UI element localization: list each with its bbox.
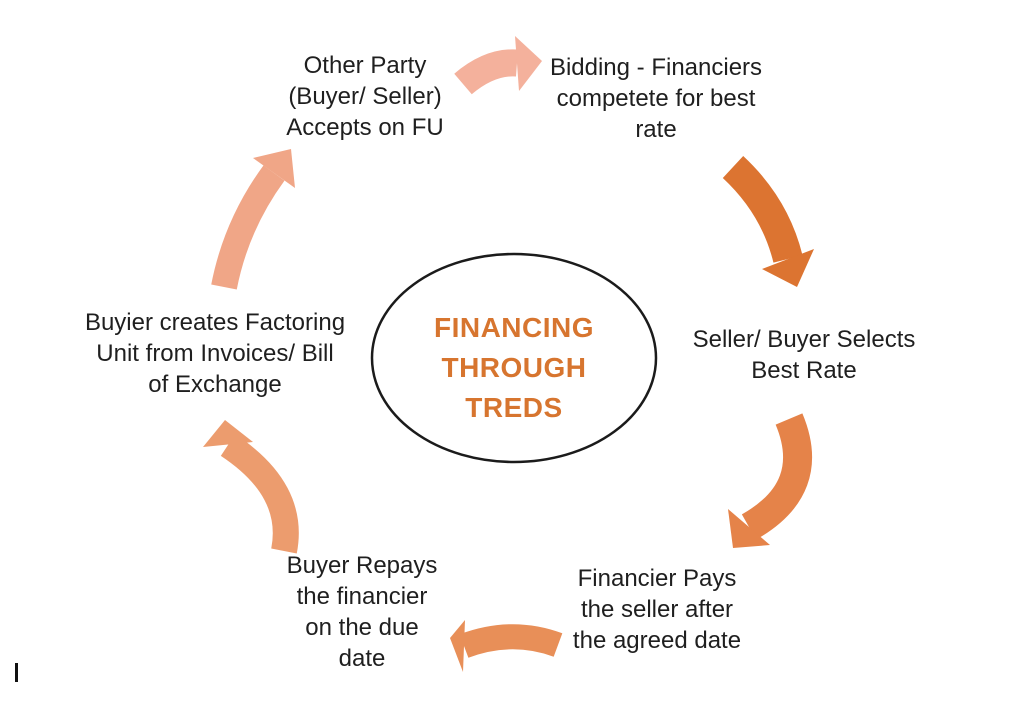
node-text-line: the seller after — [580, 596, 734, 623]
arrow-head — [203, 420, 253, 447]
cycle-arrow-bottom — [450, 620, 563, 672]
arrow-head — [515, 36, 542, 91]
node-text-line: competete for best — [556, 85, 756, 112]
arrow-body — [211, 165, 285, 290]
node-text-line: Accepts on FU — [286, 114, 444, 141]
diagram-title: FINANCING THROUGH TREDS — [364, 308, 664, 428]
node-text-line: Bidding - Financiers — [549, 54, 763, 81]
node-bidding: Bidding - Financiers competete for best … — [506, 52, 806, 145]
arrow-body — [454, 49, 518, 95]
node-text-line: (Buyer/ Seller) — [288, 83, 442, 110]
cycle-arrow-left-upper — [211, 149, 295, 290]
node-text-line: rate — [635, 116, 677, 143]
text-cursor-artifact — [15, 663, 18, 682]
arrow-head — [762, 249, 814, 287]
node-buyer-creates: Buyier creates Factoring Unit from Invoi… — [65, 307, 365, 400]
arrow-head — [253, 149, 295, 188]
arrow-body — [741, 413, 812, 540]
cycle-arrow-right-lower — [728, 413, 812, 548]
node-text-line: of Exchange — [148, 371, 282, 398]
arrow-head — [728, 509, 770, 548]
diagram-title-line: FINANCING — [433, 312, 595, 343]
node-text-line: Buyier creates Factoring — [84, 309, 346, 336]
node-seller-selects: Seller/ Buyer Selects Best Rate — [654, 324, 954, 386]
node-text-line: Unit from Invoices/ Bill — [96, 340, 334, 367]
arrow-body — [220, 434, 299, 554]
node-text-line: Financier Pays — [577, 565, 737, 592]
node-text-line: Other Party — [303, 52, 427, 79]
node-text-line: date — [338, 645, 386, 672]
node-text-line: the agreed date — [572, 627, 742, 654]
node-financier-pays: Financier Pays the seller after the agre… — [507, 563, 807, 656]
cycle-arrow-right-upper — [722, 156, 814, 287]
center-ellipse — [370, 252, 658, 464]
node-text-line: on the due — [305, 614, 419, 641]
diagram-title-line: TREDS — [465, 392, 563, 423]
node-text-line: the financier — [296, 583, 428, 610]
cycle-arrow-left-lower — [203, 420, 299, 554]
node-buyer-repays: Buyer Repays the financier on the due da… — [212, 550, 512, 674]
arrow-body — [459, 624, 563, 658]
cycle-arrow-top — [454, 36, 542, 95]
node-other-party: Other Party (Buyer/ Seller) Accepts on F… — [215, 50, 515, 143]
node-text-line: Seller/ Buyer Selects — [692, 326, 916, 353]
arrow-head — [450, 620, 465, 672]
diagram-title-line: THROUGH — [441, 352, 587, 383]
node-text-line: Best Rate — [751, 357, 857, 384]
arrow-body — [722, 156, 803, 263]
node-text-line: Buyer Repays — [286, 552, 438, 579]
